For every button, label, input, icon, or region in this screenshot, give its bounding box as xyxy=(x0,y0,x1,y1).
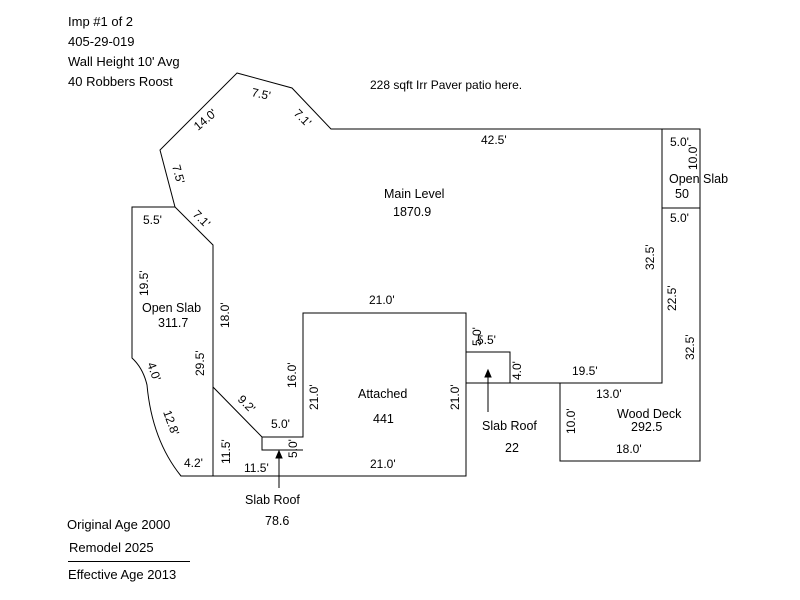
dim-label: 21.0' xyxy=(448,384,462,410)
slab-roof-left-outline xyxy=(212,387,303,477)
attached-area: 441 xyxy=(373,412,394,426)
dim-label: 13.0' xyxy=(596,387,622,401)
dim-label: 5.0' xyxy=(286,439,300,458)
dim-label: 16.0' xyxy=(285,362,299,388)
parcel-number: 405-29-019 xyxy=(68,34,135,49)
dim-label: 7.1' xyxy=(190,207,213,230)
effective-age: Effective Age 2013 xyxy=(68,567,177,582)
open-slab-right-area: 50 xyxy=(675,187,689,201)
wall-height: Wall Height 10' Avg xyxy=(68,54,180,69)
dim-label: 4.2' xyxy=(184,456,203,470)
open-slab-left-label: Open Slab xyxy=(142,301,201,315)
open-slab-right-label: Open Slab xyxy=(669,172,728,186)
dim-label: 12.8' xyxy=(160,408,182,437)
imp-number: Imp #1 of 2 xyxy=(68,14,134,29)
slab-roof-a-area: 78.6 xyxy=(265,514,289,528)
dim-label: 21.0' xyxy=(369,293,395,307)
dim-label: 9.2' xyxy=(235,392,258,415)
footer-divider xyxy=(68,561,190,562)
dim-label: 19.5' xyxy=(572,364,598,378)
wood-deck-area: 292.5 xyxy=(631,420,662,434)
open-slab-left-area: 311.7 xyxy=(158,316,188,330)
dim-label: 5.0' xyxy=(670,135,689,149)
dim-label: 5.0' xyxy=(271,417,290,431)
original-age: Original Age 2000 xyxy=(67,517,171,532)
wood-deck-label: Wood Deck xyxy=(617,407,682,421)
slab-roof-a-arrowhead xyxy=(275,449,283,459)
dim-label: 4.0' xyxy=(510,361,524,380)
dim-label: 11.5' xyxy=(244,461,269,475)
slab-roof-b-arrowhead xyxy=(484,368,492,378)
dim-label: 5.0' xyxy=(670,211,689,225)
dim-label: 21.0' xyxy=(370,457,396,471)
dim-label: 5.0' xyxy=(470,327,484,346)
dim-label: 22.5' xyxy=(665,285,679,311)
attached-outline xyxy=(303,312,467,477)
address: 40 Robbers Roost xyxy=(68,74,173,89)
dim-label: 5.5' xyxy=(477,333,496,347)
main-level-label: Main Level xyxy=(384,187,444,201)
dim-label: 7.1' xyxy=(291,106,314,129)
remodel-year: Remodel 2025 xyxy=(69,540,154,555)
dim-label: 5.5' xyxy=(143,213,162,227)
open-slab-left-outline xyxy=(131,206,214,477)
attached-label: Attached xyxy=(358,387,407,401)
dim-label: 11.5' xyxy=(219,439,233,464)
dim-label: 32.5' xyxy=(643,244,657,270)
slab-roof-small-outline xyxy=(465,352,510,384)
dim-label: 10.0' xyxy=(564,408,578,434)
main-level-outline xyxy=(159,72,663,438)
dim-label: 4.0' xyxy=(144,360,164,383)
slab-roof-b-area: 22 xyxy=(505,441,519,455)
dim-label: 21.0' xyxy=(307,384,321,410)
dim-label: 29.5' xyxy=(193,350,207,376)
dim-label: 18.0' xyxy=(218,302,232,328)
dim-label: 42.5' xyxy=(481,133,507,147)
patio-note: 228 sqft Irr Paver patio here. xyxy=(370,78,522,92)
dim-label: 18.0' xyxy=(616,442,642,456)
dim-label: 32.5' xyxy=(683,334,697,360)
dim-label: 7.5' xyxy=(169,163,187,185)
dim-label: 19.5' xyxy=(137,270,151,296)
dim-label: 14.0' xyxy=(191,106,220,133)
main-level-area: 1870.9 xyxy=(393,205,431,219)
dim-label: 10.0' xyxy=(686,144,700,170)
dim-label: 7.5' xyxy=(250,85,271,103)
open-slab-right-outline xyxy=(662,128,701,209)
wood-deck-outline xyxy=(559,208,701,462)
slab-roof-a-label: Slab Roof xyxy=(245,493,300,507)
slab-roof-b-label: Slab Roof xyxy=(482,419,537,433)
